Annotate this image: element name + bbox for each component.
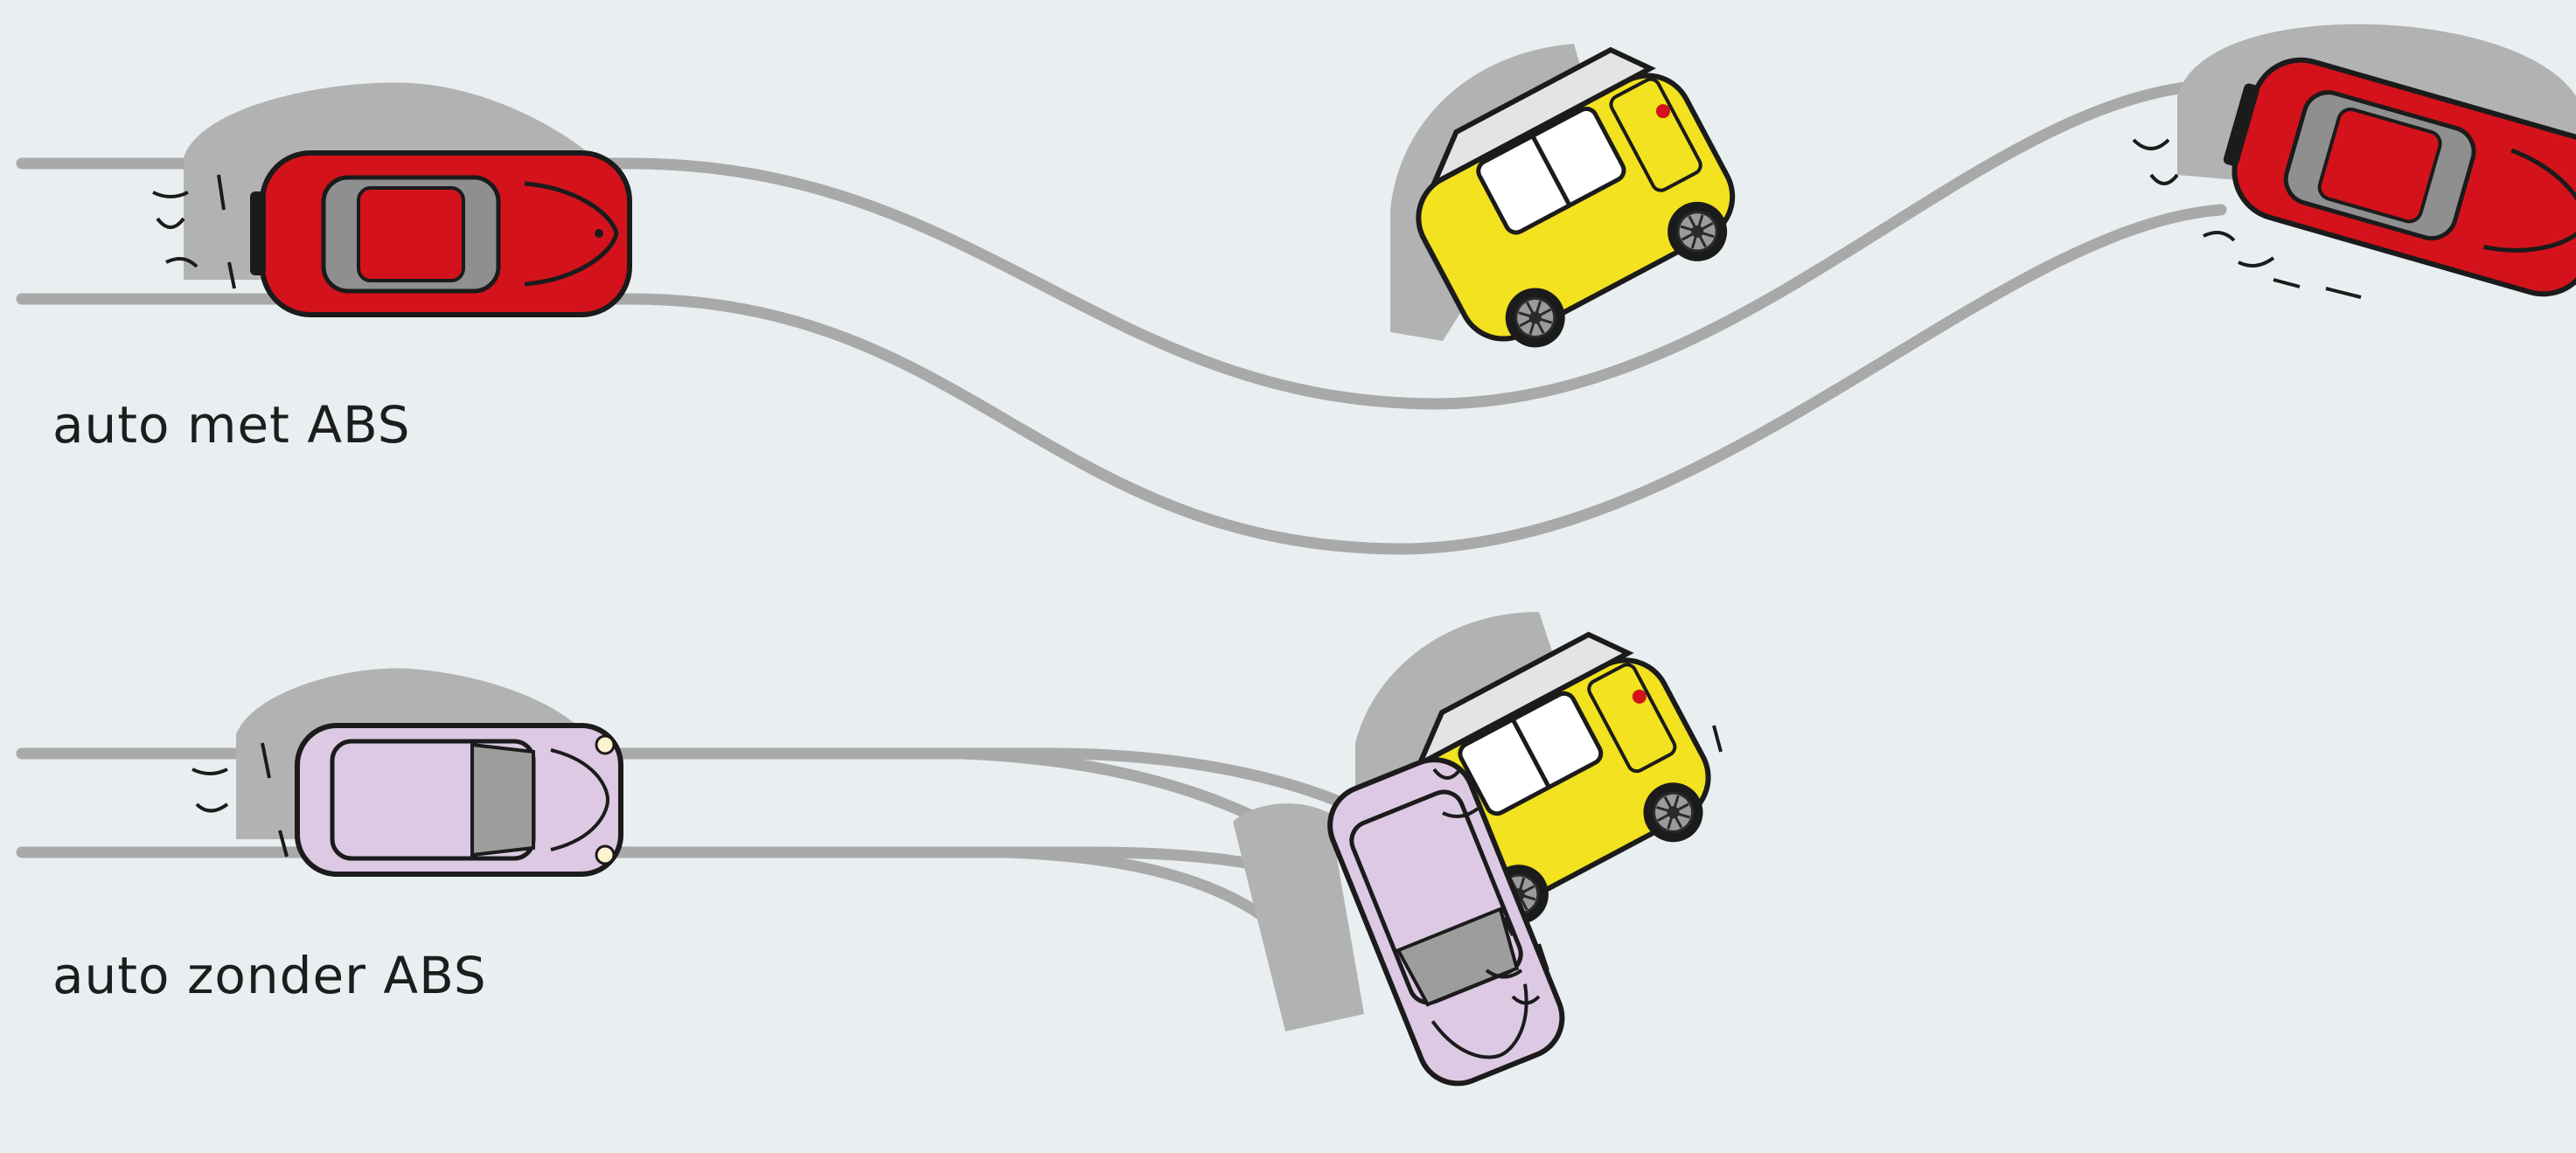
skid-marks-without-abs bbox=[22, 754, 1364, 927]
caption-without-abs: auto zonder ABS bbox=[52, 946, 487, 1005]
red-car-abs-start bbox=[250, 153, 630, 315]
caption-with-abs: auto met ABS bbox=[52, 395, 411, 455]
lilac-car-start bbox=[297, 726, 621, 874]
